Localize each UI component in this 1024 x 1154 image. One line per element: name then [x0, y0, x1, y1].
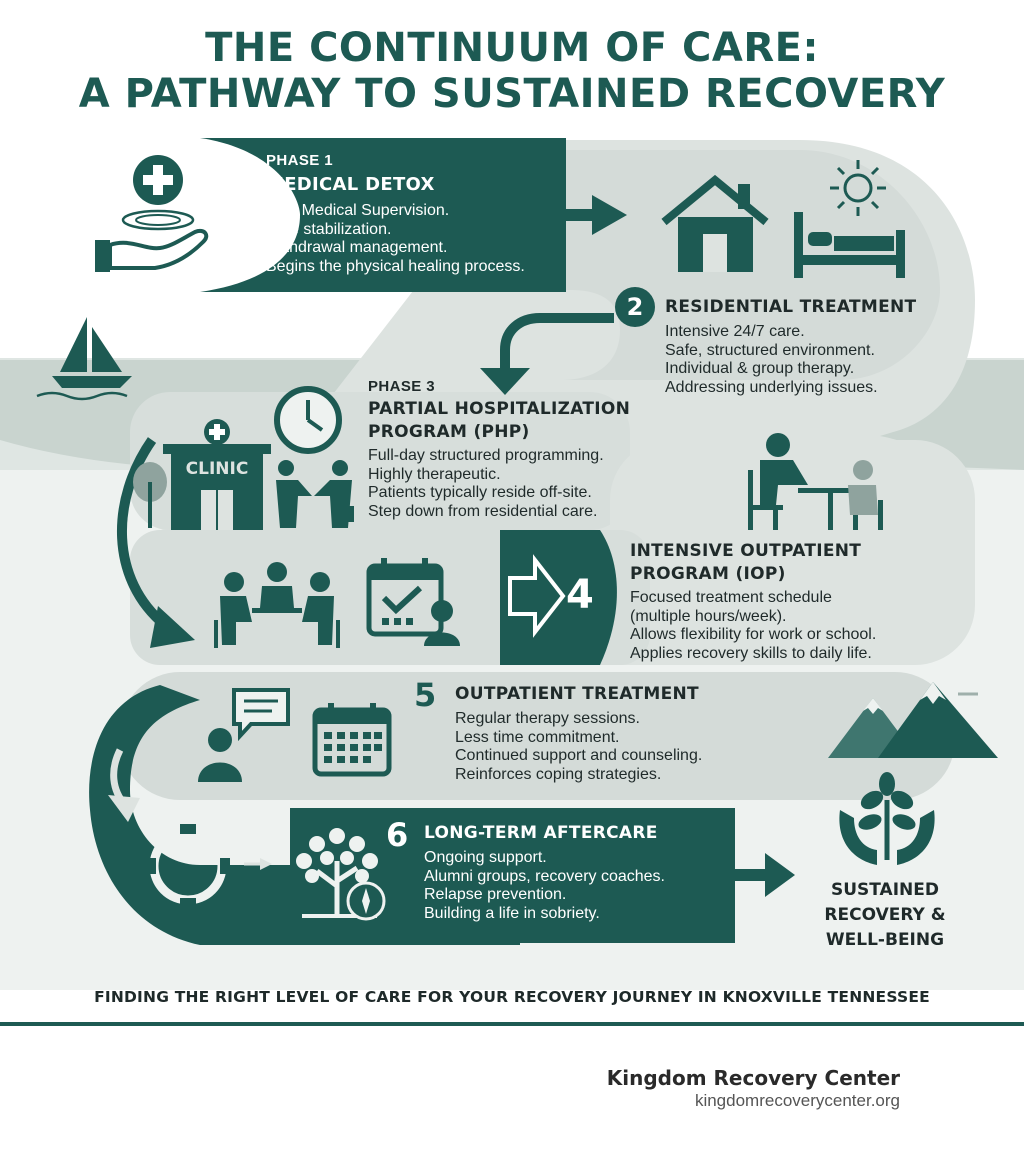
support-circle-icon: [146, 824, 230, 908]
phase-6-number: 6: [386, 816, 409, 854]
footer-tagline: FINDING THE RIGHT LEVEL OF CARE FOR YOUR…: [94, 988, 930, 1006]
phase-4-item: (multiple hours/week).: [630, 607, 787, 625]
phase-3-item: Highly therapeutic.: [368, 465, 501, 483]
phase-1-item: Withdrawal management.: [266, 239, 448, 256]
phase-1-title: MEDICAL DETOX: [266, 174, 435, 195]
chat-bubble-icon: [198, 688, 290, 782]
phase-6-item: Building a life in sobriety.: [424, 904, 600, 922]
sailboat-icon: [36, 317, 132, 401]
medical-cross-icon: [133, 155, 183, 205]
phase-3-label: PHASE 3: [368, 378, 435, 395]
phase-3-item: Full-day structured programming.: [368, 447, 604, 464]
phase-3-item: Step down from residential care.: [368, 502, 598, 520]
sun-icon: [830, 160, 886, 216]
phase-1-item: 24/7 Medical Supervision.: [266, 202, 450, 219]
brand-name: Kingdom Recovery Center: [606, 1066, 900, 1090]
phase-4-title-line-2: PROGRAM (IOP): [630, 564, 786, 584]
phase-4-item: Allows flexibility for work or school.: [630, 626, 877, 643]
phase-3-title-line-1: PARTIAL HOSPITALIZATION: [368, 399, 631, 419]
phase-2-title: RESIDENTIAL TREATMENT: [665, 297, 917, 317]
house-icon: [661, 174, 769, 272]
phase-2-item: Intensive 24/7 care.: [665, 323, 805, 340]
phase-1-item: Safe stabilization.: [266, 220, 392, 238]
phase-5-item: Reinforces coping strategies.: [455, 765, 662, 783]
phase-4-item: Focused treatment schedule: [630, 589, 832, 606]
phase-4-card: INTENSIVE OUTPATIENT PROGRAM (IOP) Focus…: [630, 540, 950, 663]
bed-icon: [794, 212, 905, 278]
title-line-2: A PATHWAY TO SUSTAINED RECOVERY: [78, 71, 946, 117]
phase-3-item: Patients typically reside off-site.: [368, 484, 592, 501]
hands-plant-icon: [839, 772, 935, 865]
title-line-1: THE CONTINUUM OF CARE:: [205, 25, 819, 71]
goal-text: SUSTAINED RECOVERY & WELL-BEING: [800, 878, 970, 953]
mountains-icon: [828, 682, 998, 758]
phase-3-card: PHASE 3 PARTIAL HOSPITALIZATION PROGRAM …: [368, 378, 648, 521]
calendar-check-icon: [366, 558, 460, 646]
phase-6-card: LONG-TERM AFTERCARE Ongoing support. Alu…: [424, 822, 734, 923]
goal-line-1: SUSTAINED: [830, 880, 939, 900]
phase-2-card: RESIDENTIAL TREATMENT Intensive 24/7 car…: [665, 296, 985, 397]
phase-5-number: 5: [414, 676, 437, 714]
phase-1-item: Begins the physical healing process.: [266, 257, 525, 275]
goal-line-3: WELL-BEING: [825, 930, 945, 950]
phase-4-number: 4: [566, 572, 594, 618]
phase-5-title: OUTPATIENT TREATMENT: [455, 684, 699, 704]
tree-icon: [133, 462, 167, 528]
phase-6-item: Relapse prevention.: [424, 886, 567, 903]
phase-2-item: Safe, structured environment.: [665, 341, 875, 359]
growth-tree-icon: [296, 828, 378, 918]
phase-5-item: Continued support and counseling.: [455, 747, 703, 764]
compass-icon: [346, 881, 386, 921]
phase-1-label: PHASE 1: [266, 152, 333, 169]
handshake-icon: [276, 460, 354, 528]
group-therapy-icon: [214, 562, 340, 648]
phase-2-item: Addressing underlying issues.: [665, 378, 878, 396]
phase-2-item: Individual & group therapy.: [665, 360, 855, 377]
phase-2-number: 2: [626, 293, 644, 321]
phase-5-card: OUTPATIENT TREATMENT Regular therapy ses…: [455, 683, 785, 784]
phase-6-item: Ongoing support.: [424, 849, 547, 866]
counseling-icon: [748, 433, 883, 530]
helping-hand-icon: [95, 209, 209, 272]
clinic-icon: CLINIC: [163, 418, 271, 530]
phase-1-card: PHASE 1 MEDICAL DETOX 24/7 Medical Super…: [266, 152, 566, 276]
phase-3-title-line-2: PROGRAM (PHP): [368, 422, 530, 442]
goal-line-2: RECOVERY &: [824, 905, 946, 925]
phase-4-item: Applies recovery skills to daily life.: [630, 644, 872, 662]
clinic-sign: CLINIC: [185, 459, 249, 479]
clock-icon: [274, 386, 342, 454]
calendar-icon: [312, 703, 392, 777]
brand-url[interactable]: kingdomrecoverycenter.org: [694, 1091, 900, 1110]
phase-6-item: Alumni groups, recovery coaches.: [424, 867, 665, 885]
phase-4-title-line-1: INTENSIVE OUTPATIENT: [630, 541, 862, 561]
phase-5-item: Less time commitment.: [455, 728, 620, 746]
phase-5-item: Regular therapy sessions.: [455, 710, 640, 727]
phase-6-title: LONG-TERM AFTERCARE: [424, 823, 658, 843]
